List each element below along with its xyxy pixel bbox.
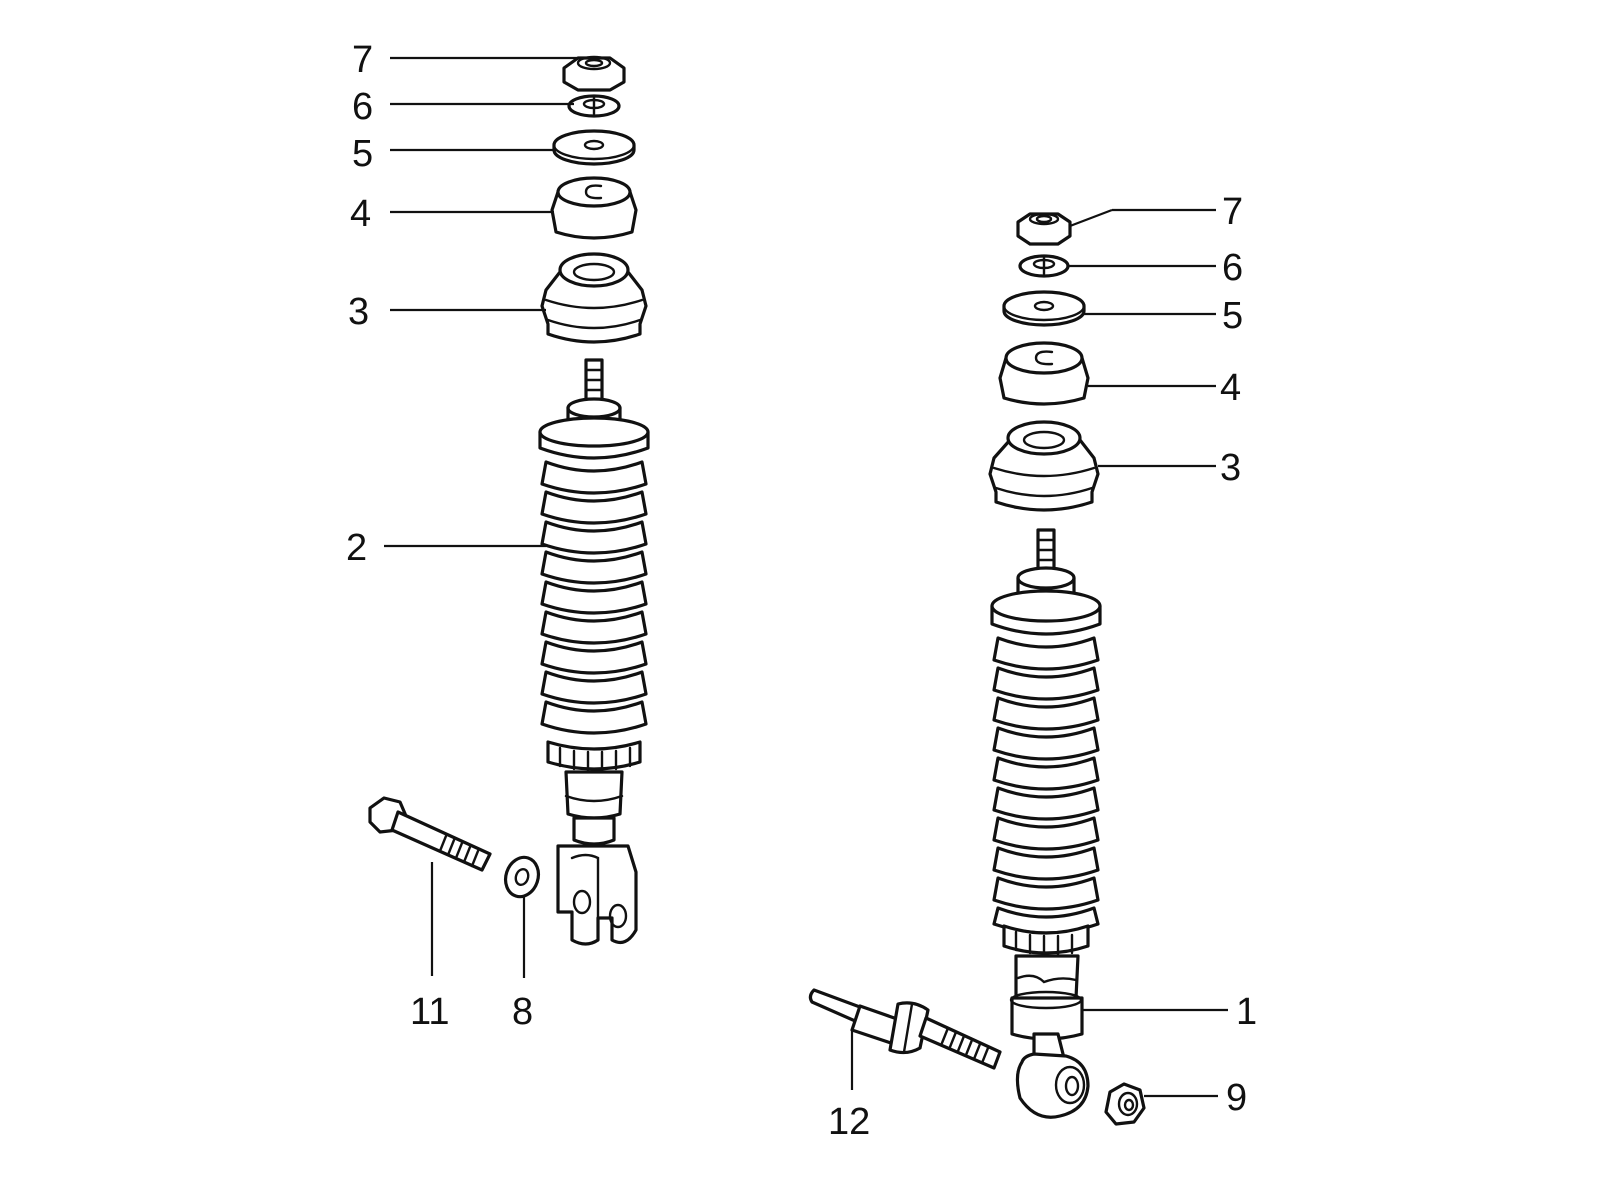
left-upper-cup-part-3 (540, 252, 648, 344)
right-nut-part-7 (1016, 212, 1072, 246)
right-shock-assembly (808, 208, 1228, 1126)
callout-left-11: 11 (410, 991, 449, 1033)
callout-left-2: 2 (346, 527, 367, 569)
right-stud-part-12 (808, 988, 1002, 1070)
callout-left-7: 7 (352, 39, 373, 81)
callout-left-4: 4 (350, 193, 371, 235)
callout-right-1: 1 (1236, 991, 1257, 1033)
callout-right-7: 7 (1222, 191, 1243, 233)
callout-left-3: 3 (348, 291, 369, 333)
left-bolt-part-11 (368, 796, 492, 872)
callout-left-8: 8 (512, 991, 533, 1033)
left-washer-part-8 (503, 855, 541, 899)
right-washer-part-5 (1002, 290, 1086, 327)
callout-right-3: 3 (1220, 447, 1241, 489)
callout-left-5: 5 (352, 133, 373, 175)
callout-labels: 7 6 5 4 3 2 11 8 7 6 5 4 3 1 12 9 (346, 39, 1257, 1143)
right-lock-washer-part-6 (1018, 254, 1070, 278)
left-rubber-bush-part-4 (550, 176, 638, 240)
left-nut-part-7 (562, 55, 626, 92)
right-upper-cup-part-3 (988, 420, 1100, 512)
callout-right-9: 9 (1226, 1077, 1247, 1119)
callout-right-6: 6 (1222, 247, 1243, 289)
callout-left-6: 6 (352, 86, 373, 128)
left-washer-part-5 (552, 129, 636, 166)
left-shock-absorber-part-2 (538, 358, 650, 946)
callout-right-4: 4 (1220, 367, 1241, 409)
leader-right-7 (1069, 208, 1113, 228)
left-lock-washer-part-6 (567, 94, 621, 118)
right-coil-spring (992, 636, 1100, 935)
callout-right-5: 5 (1222, 295, 1243, 337)
right-rubber-bush-part-4 (998, 341, 1090, 406)
right-nut-part-9 (1104, 1082, 1146, 1126)
left-coil-spring (540, 460, 648, 735)
callout-right-12: 12 (828, 1101, 870, 1143)
left-shock-assembly (368, 55, 650, 978)
right-shock-absorber-part-1 (990, 528, 1102, 1119)
